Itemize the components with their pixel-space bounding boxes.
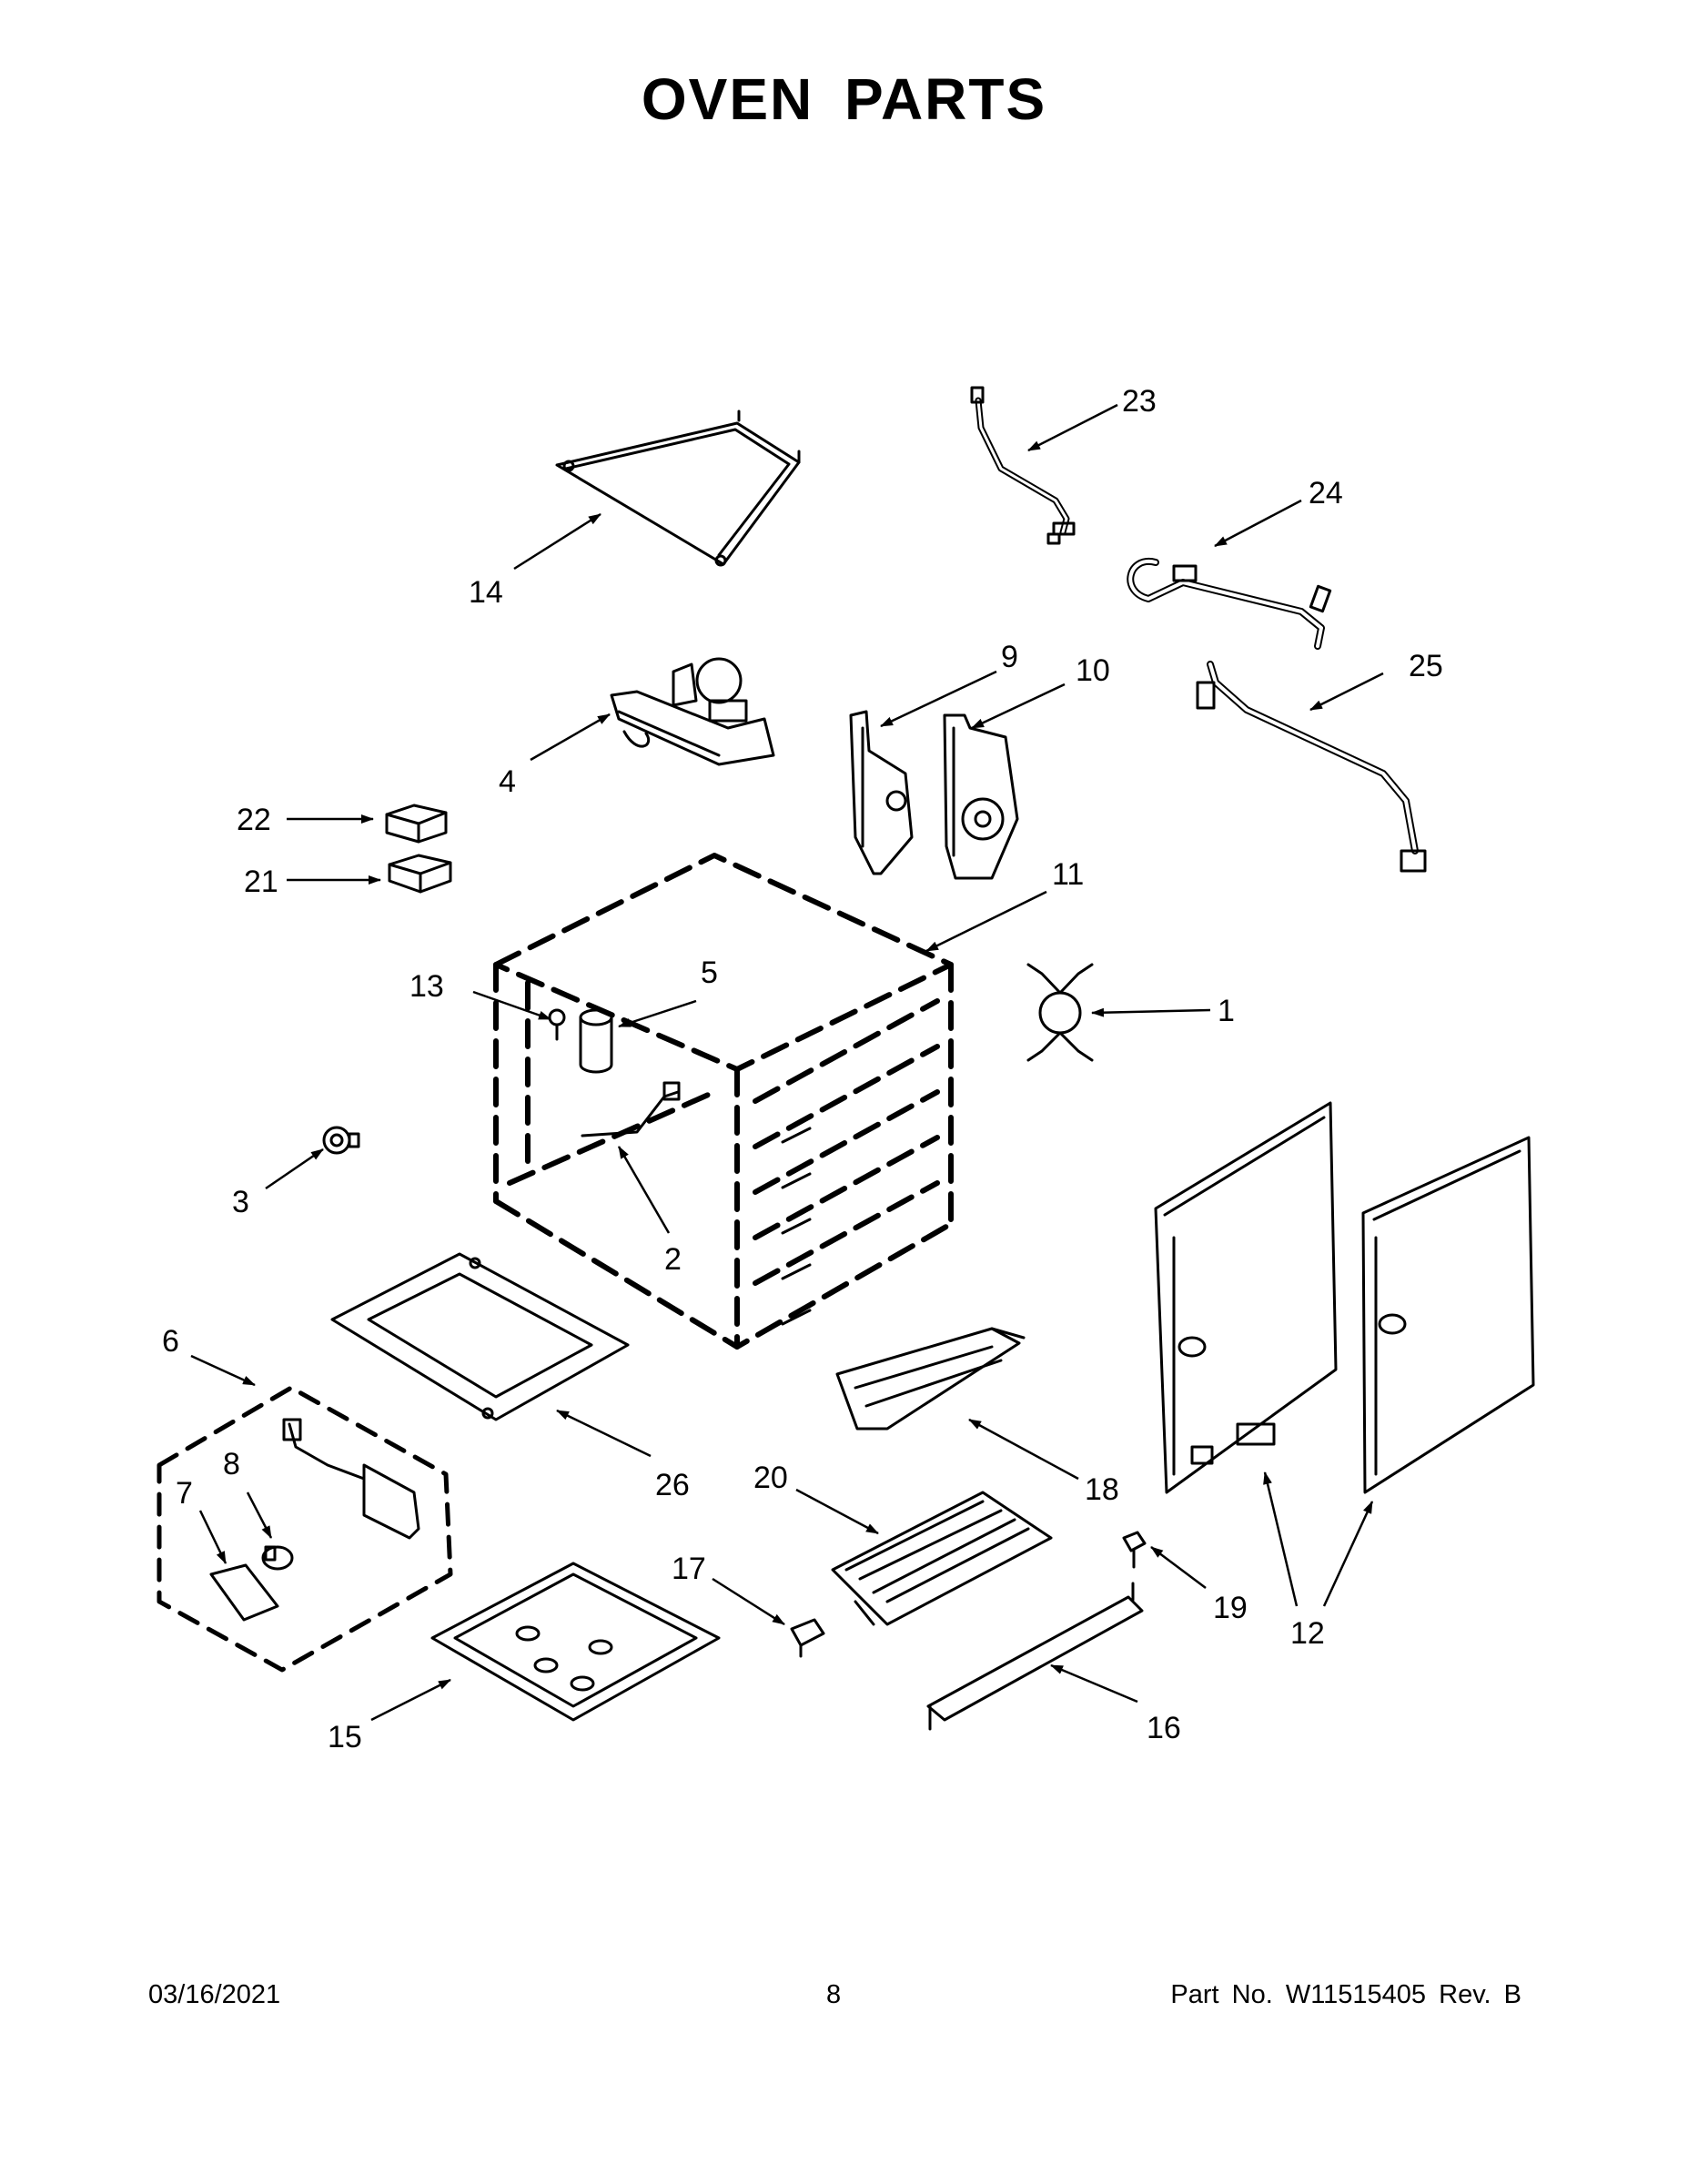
rail-16 bbox=[926, 1582, 1144, 1731]
gas-tube-25 bbox=[1196, 661, 1427, 873]
callout-24: 24 bbox=[1309, 476, 1343, 511]
leader-arrows bbox=[190, 403, 1384, 1722]
bumper-3 bbox=[322, 1126, 360, 1155]
callout-23: 23 bbox=[1122, 384, 1157, 419]
callout-2: 2 bbox=[664, 1242, 682, 1277]
callout-15: 15 bbox=[328, 1720, 362, 1754]
callout-labels: 1 2 3 4 5 6 7 8 9 10 11 12 13 14 15 16 1… bbox=[162, 384, 1443, 1754]
callout-11: 11 bbox=[1052, 857, 1084, 892]
bake-element-18 bbox=[835, 1327, 1026, 1431]
page-title: OVEN PARTS bbox=[641, 66, 1047, 132]
side-panel-12-left bbox=[1361, 1136, 1535, 1494]
callout-5: 5 bbox=[701, 956, 718, 990]
gasket-1 bbox=[1026, 963, 1094, 1062]
lens-7 bbox=[209, 1563, 279, 1622]
screw-13 bbox=[548, 1008, 566, 1041]
top-shield-plate bbox=[555, 410, 801, 567]
oven-cavity-rack-slots bbox=[781, 1127, 812, 1326]
screw-19 bbox=[1122, 1531, 1147, 1569]
callout-6: 6 bbox=[162, 1324, 179, 1359]
callout-14: 14 bbox=[469, 575, 503, 610]
footer-page-number: 8 bbox=[826, 1980, 842, 2009]
callout-3: 3 bbox=[232, 1185, 249, 1219]
hinge-bracket-9 bbox=[849, 710, 914, 875]
burner-tube-24 bbox=[1127, 557, 1332, 650]
callout-26: 26 bbox=[655, 1468, 690, 1502]
callout-13: 13 bbox=[409, 969, 444, 1004]
callout-9: 9 bbox=[1001, 640, 1018, 674]
callout-12: 12 bbox=[1290, 1616, 1325, 1651]
callout-10: 10 bbox=[1076, 653, 1110, 688]
broiler-pan-15 bbox=[430, 1562, 721, 1722]
callout-22: 22 bbox=[237, 803, 271, 837]
footer-date: 03/16/2021 bbox=[148, 1980, 281, 2009]
side-panel-12-right bbox=[1154, 1101, 1338, 1494]
callout-17: 17 bbox=[672, 1552, 706, 1586]
light-housing-5 bbox=[579, 1008, 613, 1074]
oven-sensor-2 bbox=[581, 1081, 681, 1138]
light-socket-box-22 bbox=[385, 804, 448, 844]
footer-part-number: Part No. W11515405 Rev. B bbox=[1170, 1980, 1521, 2009]
bulb-8 bbox=[261, 1545, 294, 1571]
hinge-bracket-10 bbox=[943, 713, 1019, 880]
insulation-block-21 bbox=[388, 854, 452, 894]
callout-7: 7 bbox=[176, 1476, 193, 1511]
oven-cavity bbox=[493, 853, 954, 1350]
callout-1: 1 bbox=[1218, 994, 1235, 1028]
callout-25: 25 bbox=[1409, 649, 1443, 683]
callout-8: 8 bbox=[223, 1447, 240, 1481]
callout-18: 18 bbox=[1085, 1472, 1119, 1507]
callout-21: 21 bbox=[244, 864, 278, 899]
callout-16: 16 bbox=[1147, 1711, 1181, 1745]
oven-tray-26 bbox=[330, 1252, 630, 1421]
gas-tube-23 bbox=[970, 386, 1076, 545]
callout-19: 19 bbox=[1213, 1591, 1248, 1625]
light-assembly-6 bbox=[157, 1385, 453, 1673]
callout-4: 4 bbox=[499, 764, 516, 799]
bracket-17 bbox=[790, 1618, 825, 1658]
callout-20: 20 bbox=[753, 1461, 788, 1495]
door-latch-assembly bbox=[610, 657, 775, 766]
broil-element-20 bbox=[831, 1491, 1053, 1626]
